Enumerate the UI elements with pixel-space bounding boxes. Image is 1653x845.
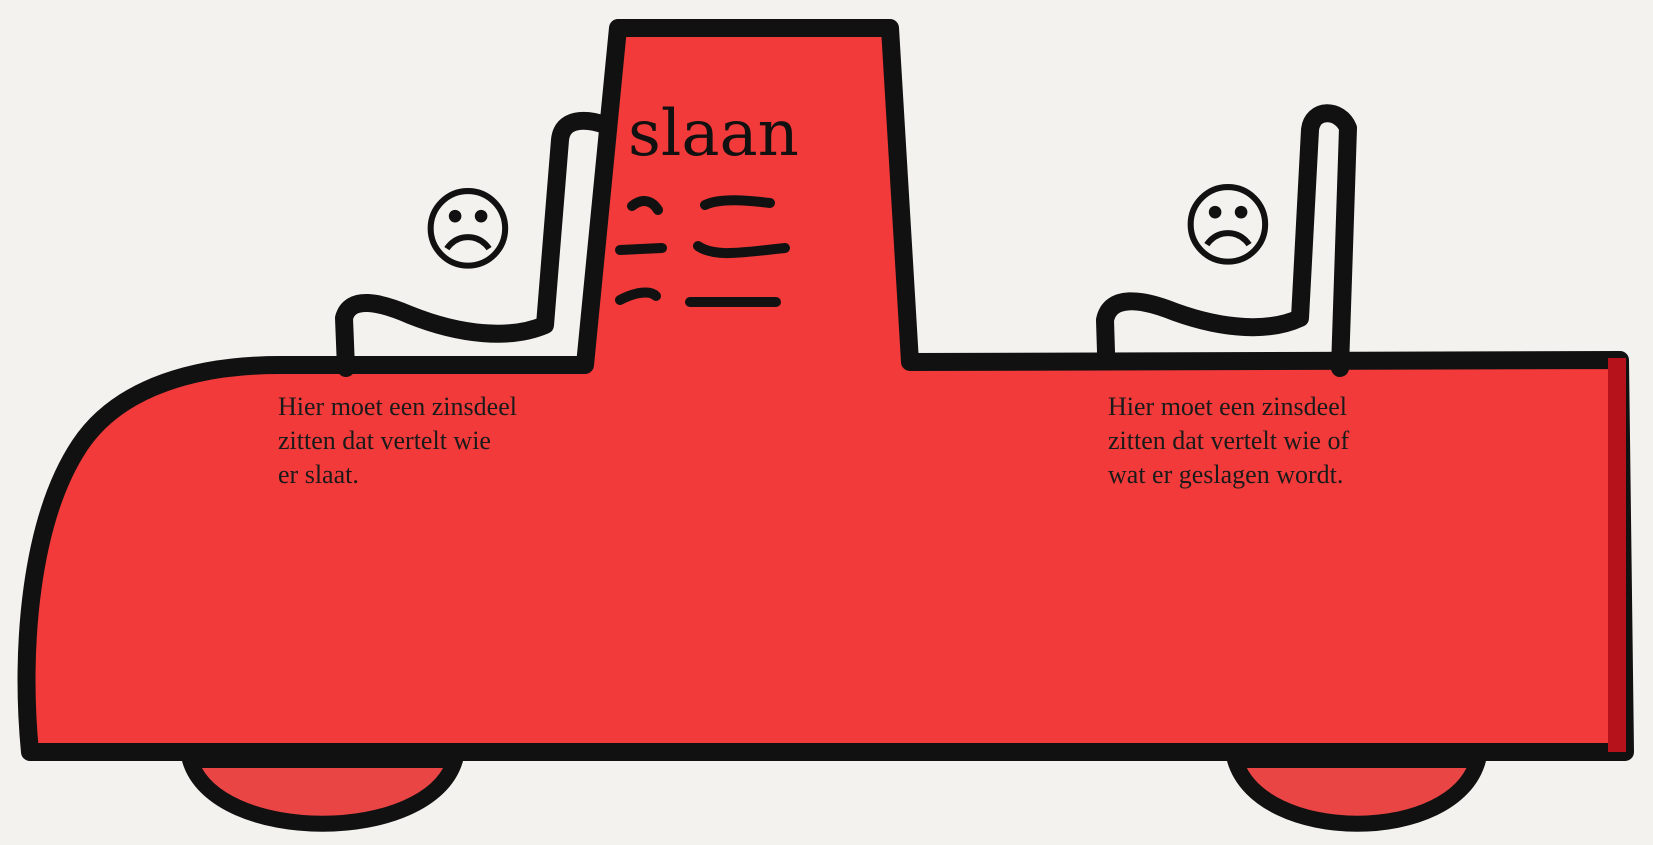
object-note: Hier moet een zinsdeel zitten dat vertel… [1108,390,1438,492]
front-wheel [1235,760,1478,824]
verb-label: slaan [628,97,799,171]
rear-wheel [190,760,455,824]
left-sad-face-icon: ☹ [420,177,516,284]
subject-note: Hier moet een zinsdeel zitten dat vertel… [278,390,608,492]
right-sad-face-icon: ☹ [1180,173,1276,280]
trunk-edge [1608,358,1626,752]
